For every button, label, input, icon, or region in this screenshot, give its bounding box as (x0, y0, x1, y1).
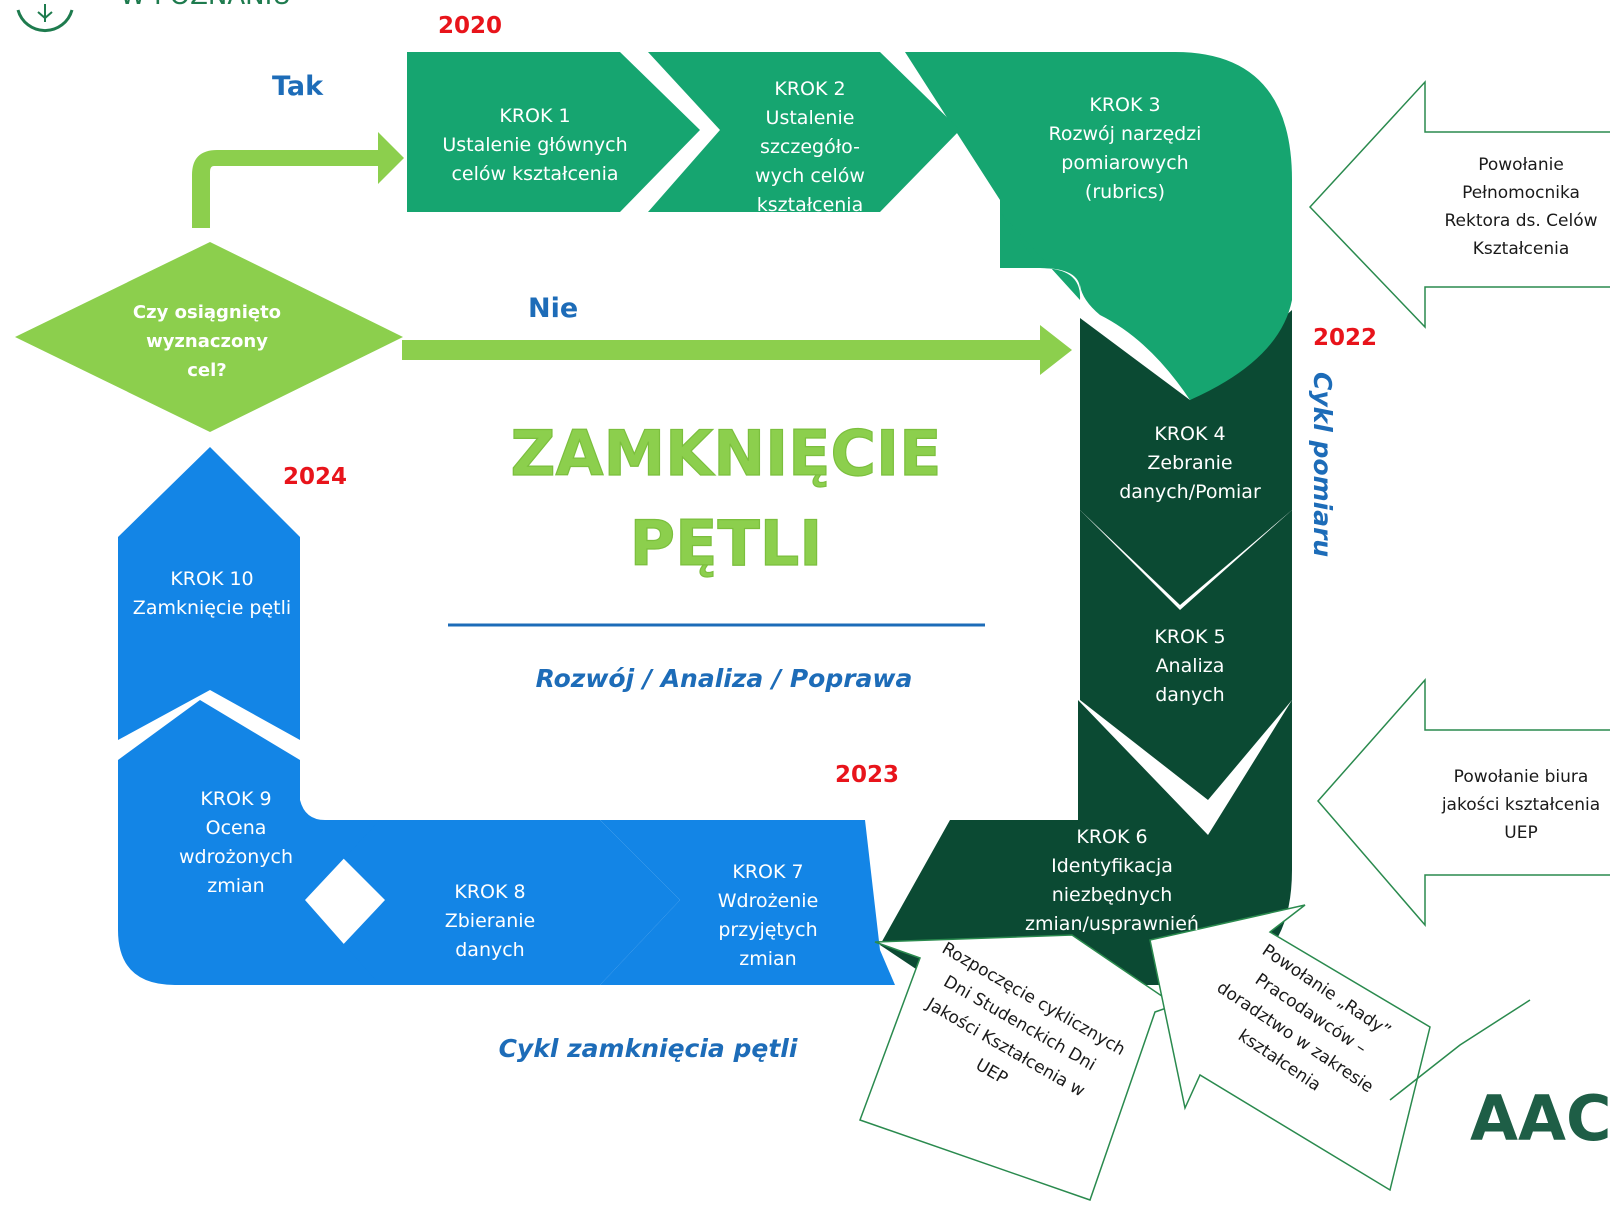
year-2022: 2022 (1313, 325, 1377, 351)
callout-1-line: Kształcenia (1473, 239, 1570, 259)
step-4-text: Zebranie (1147, 452, 1232, 474)
step-4-text: danych/Pomiar (1119, 481, 1261, 503)
yes-arrow (192, 132, 404, 228)
aac-logo-border (1389, 999, 1531, 1101)
step-7-label: KROK 7 (732, 861, 803, 883)
year-2024: 2024 (283, 464, 347, 490)
step-1-label: KROK 1 (499, 105, 570, 127)
step-7-shape (600, 820, 945, 985)
step-8-text: danych (455, 939, 524, 961)
step-5-label: KROK 5 (1154, 626, 1225, 648)
step-10-shape (118, 447, 300, 740)
logo-text: W POZNANIU (120, 0, 291, 11)
no-label: Nie (528, 293, 578, 324)
step-9-text: zmian (207, 875, 264, 897)
steps-text: KROK 1 Ustalenie głównych celów kształceni… (133, 78, 1261, 970)
step-6-text: zmian/usprawnień (1025, 913, 1199, 935)
step-5-text: Analiza (1156, 655, 1225, 677)
aac-logo: AAC (1470, 1082, 1610, 1155)
step-2-label: KROK 2 (774, 78, 845, 100)
decision-line-2: wyznaczony (146, 331, 268, 352)
step-9-shape (118, 700, 380, 985)
decision-line-3: cel? (187, 360, 227, 381)
callout-arrow-1 (1308, 80, 1610, 329)
step-4-shape (1080, 310, 1292, 605)
callout-2-line: Powołanie biura (1454, 767, 1589, 787)
step-6-text: Identyfikacja (1051, 855, 1173, 877)
step-7-text: zmian (739, 948, 796, 970)
step-2-text: Ustalenie (766, 107, 855, 129)
step-6-text: niezbędnych (1052, 884, 1173, 906)
closing-cycle-label: Cykl zamknięcia pętli (499, 1034, 798, 1063)
step-2-text: szczegóło- (760, 136, 860, 158)
step-9-text: Ocena (206, 817, 267, 839)
step-8-label: KROK 8 (454, 881, 525, 903)
callout-1-line: Pełnomocnika (1462, 183, 1580, 203)
step-3-text: pomiarowych (1061, 152, 1188, 174)
step-2-text: wych celów (755, 165, 865, 187)
callout-1-line: Powołanie (1478, 155, 1564, 175)
step-3-shape (905, 52, 1292, 400)
yes-label: Tak (272, 71, 324, 102)
step-6-label: KROK 6 (1076, 826, 1147, 848)
callout-2-line: jakości kształcenia (1441, 795, 1600, 815)
center-title-line-1: ZAMKNIĘCIE (511, 417, 942, 490)
year-2023: 2023 (835, 762, 899, 788)
step-1-text: celów kształcenia (451, 163, 618, 185)
step-8-text: Zbieranie (445, 910, 536, 932)
step-3-text: Rozwój narzędzi (1049, 123, 1202, 145)
center-title-line-2: PĘTLI (630, 507, 823, 580)
university-logo: W POZNANIU (16, 0, 291, 33)
callout-2-line: UEP (1504, 823, 1537, 843)
step-9-label: KROK 9 (200, 788, 271, 810)
step-5-shape (1080, 510, 1292, 800)
step-10-text: Zamknięcie pętli (133, 597, 291, 619)
step-7-text: przyjętych (718, 919, 817, 941)
step-2-shape (648, 52, 960, 212)
step-1-shape (407, 52, 700, 212)
callout-arrow-4 (1149, 904, 1431, 1192)
step-9-text: wdrożonych (179, 846, 293, 868)
step-5-text: danych (1155, 684, 1224, 706)
decision-line-1: Czy osiągnięto (133, 302, 281, 323)
decision-diamond (15, 242, 403, 432)
no-arrow (402, 325, 1072, 375)
callout-1-line: Rektora ds. Celów (1444, 211, 1597, 231)
step-8-shape (305, 820, 680, 985)
measurement-cycle-label: Cykl pomiaru (1308, 372, 1337, 557)
step-7-text: Wdrożenie (718, 890, 819, 912)
step-3-label: KROK 3 (1089, 94, 1160, 116)
center-subtitle: Rozwój / Analiza / Poprawa (536, 664, 913, 693)
year-2020: 2020 (438, 13, 502, 39)
callout-arrow-3 (859, 934, 1177, 1201)
step-1-text: Ustalenie głównych (442, 134, 627, 156)
step-4-label: KROK 4 (1154, 423, 1225, 445)
step-3-text: (rubrics) (1085, 181, 1165, 203)
step-10-label: KROK 10 (170, 568, 253, 590)
step-2-text: kształcenia (757, 194, 863, 216)
callout-arrow-2 (1317, 678, 1610, 928)
step-6-shape (880, 700, 1292, 985)
